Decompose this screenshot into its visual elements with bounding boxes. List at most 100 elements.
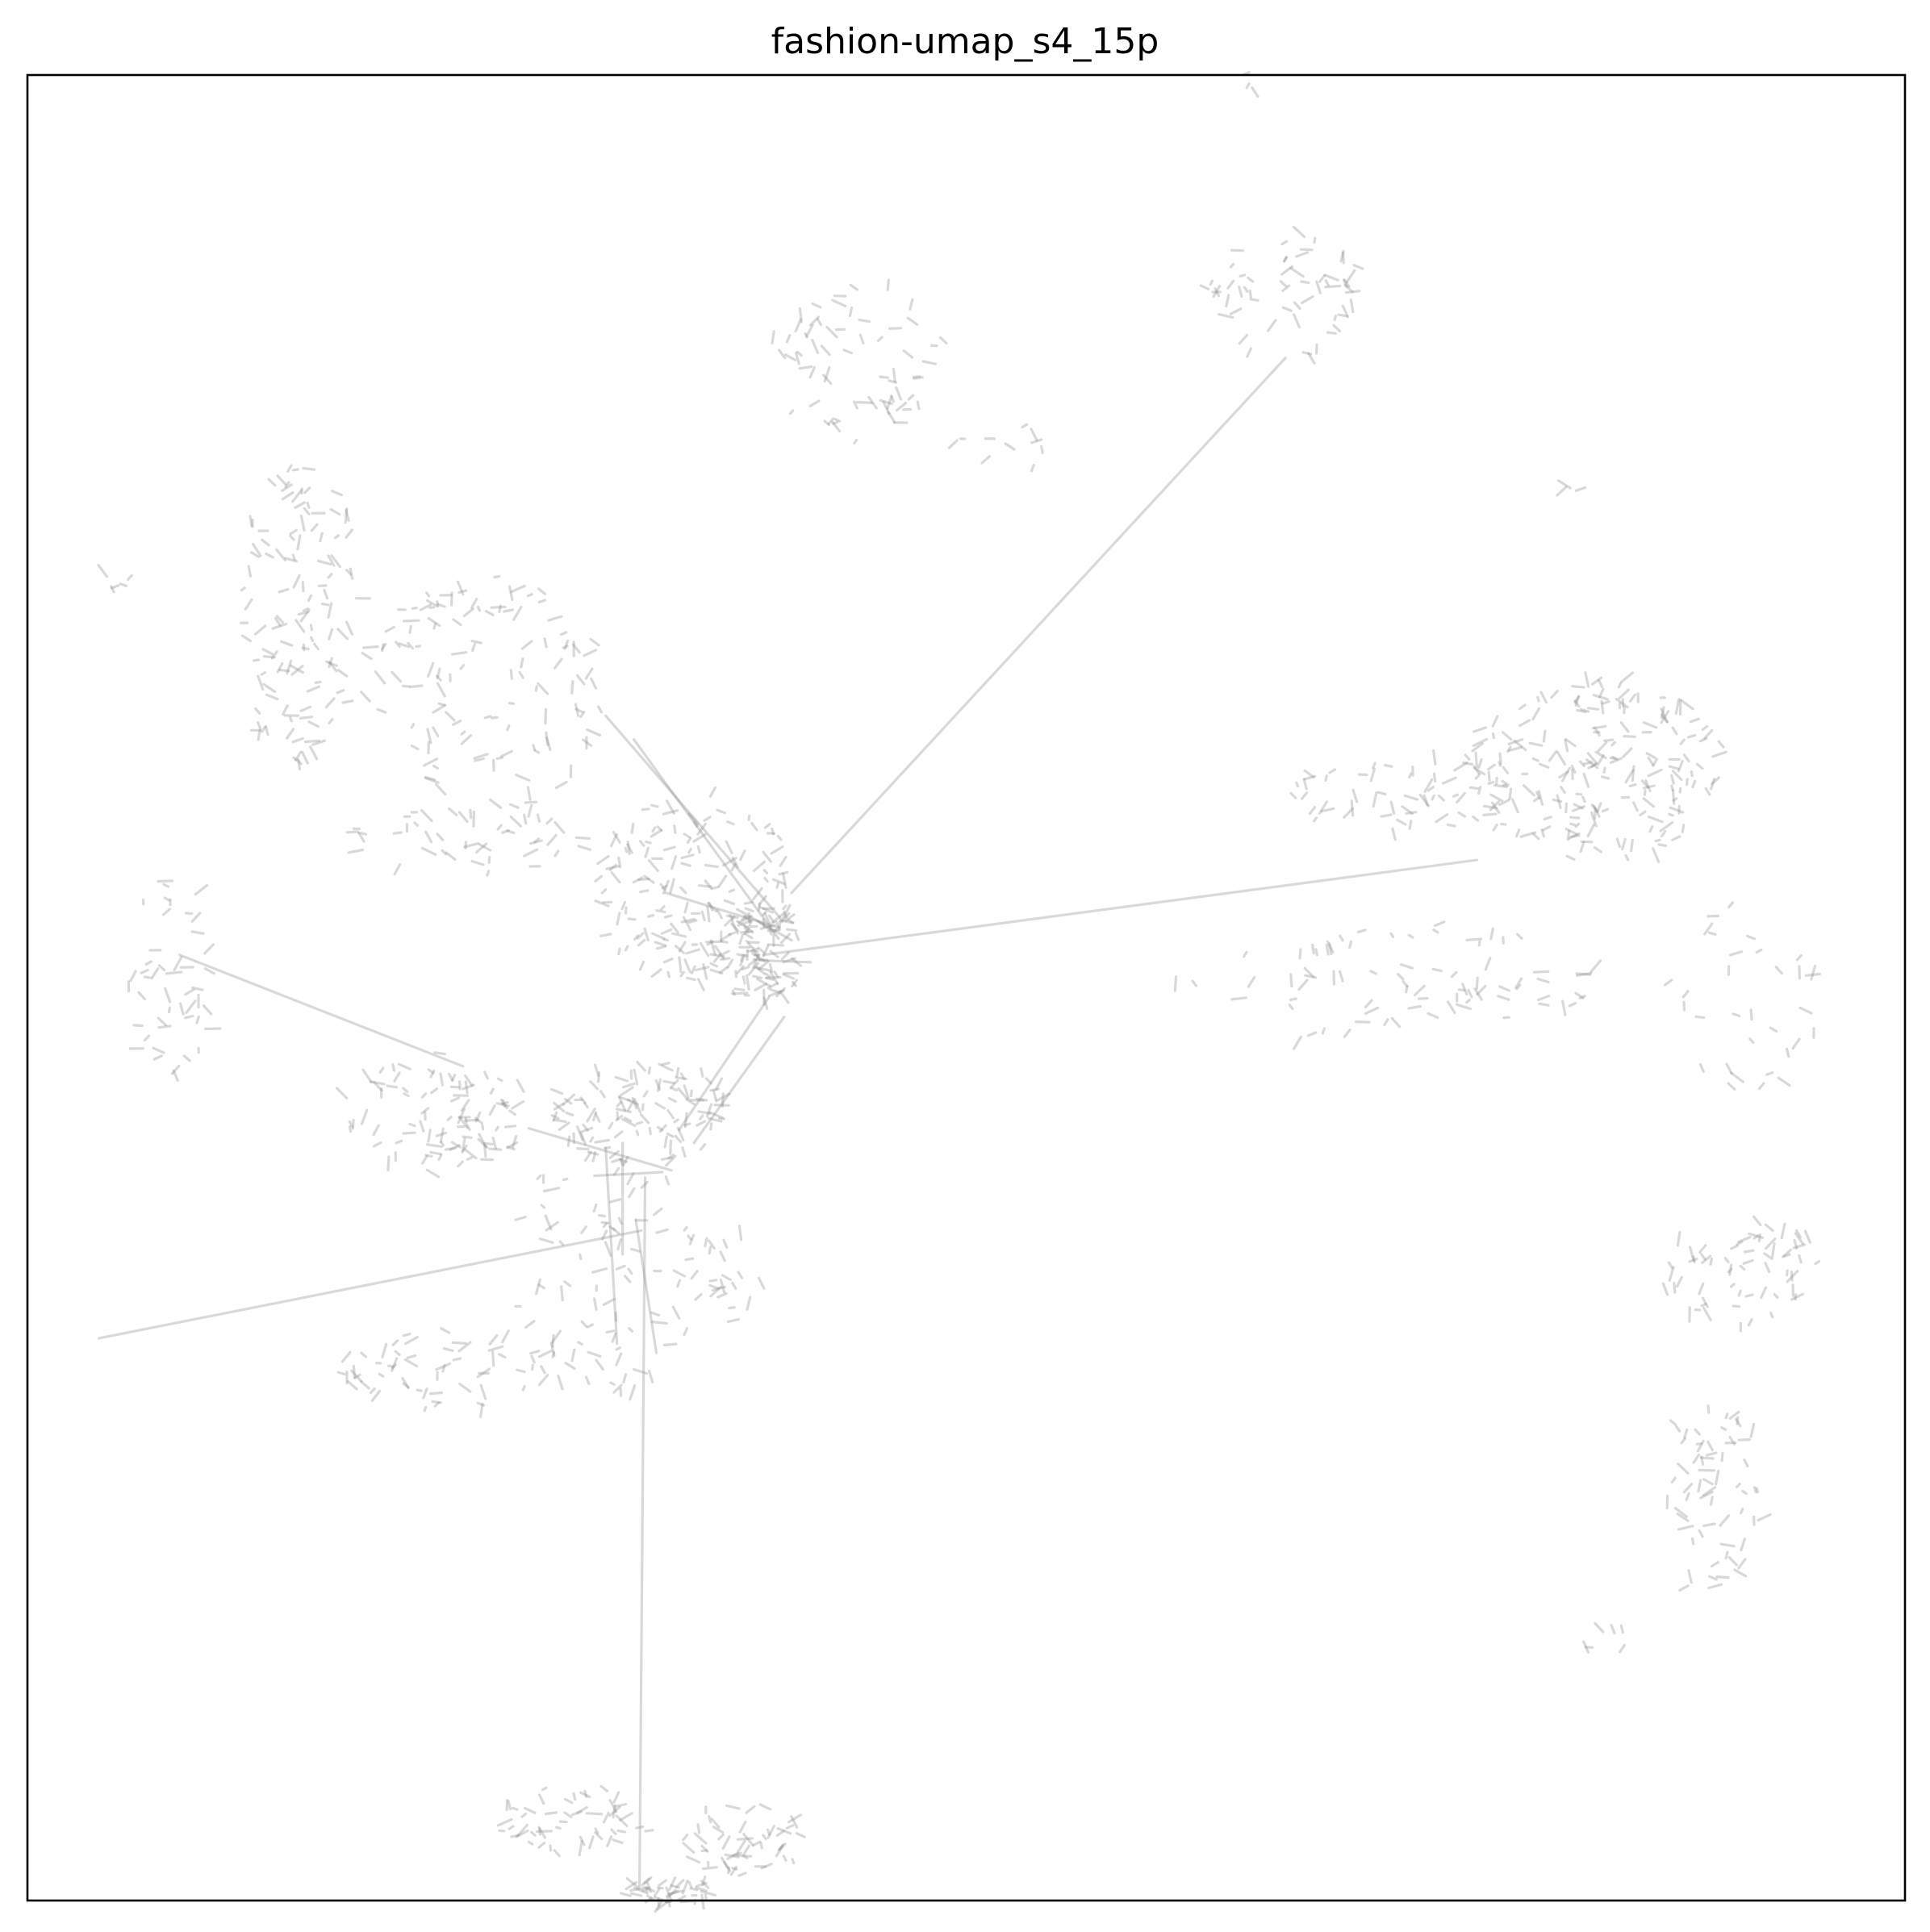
data-segment [666, 916, 672, 917]
data-segment [850, 307, 852, 315]
data-segment [303, 648, 308, 649]
data-segment [697, 1099, 707, 1100]
data-segment [403, 1334, 410, 1336]
data-segment [616, 1348, 620, 1350]
data-segment [1709, 933, 1715, 934]
data-segment [1581, 841, 1592, 842]
data-segment [652, 805, 658, 807]
data-segment [729, 890, 733, 891]
data-segment [1385, 766, 1392, 767]
data-segment [743, 1856, 747, 1859]
data-segment [1717, 1577, 1728, 1578]
data-segment [523, 1387, 524, 1391]
data-segment [545, 639, 546, 647]
data-segment [758, 904, 760, 911]
data-segment [707, 941, 721, 942]
data-segment [303, 469, 315, 470]
data-segment [1737, 1417, 1738, 1424]
data-segment [749, 816, 750, 820]
data-segment [485, 1144, 493, 1145]
data-segment [637, 1131, 638, 1135]
data-segment [737, 954, 747, 956]
data-segment [737, 1838, 752, 1839]
data-segment [710, 1280, 716, 1281]
data-segment [1479, 787, 1481, 794]
data-segment [1343, 252, 1344, 263]
data-segment [1573, 686, 1584, 687]
data-segment [699, 886, 711, 887]
data-segment [641, 891, 648, 892]
data-segment [410, 1125, 415, 1126]
data-segment [431, 1393, 442, 1394]
data-segment [1751, 1010, 1752, 1020]
data-segment [1702, 1304, 1706, 1306]
data-segment [1210, 281, 1213, 284]
data-segment [1328, 332, 1336, 333]
data-segment [1680, 788, 1681, 792]
data-segment [493, 1352, 494, 1366]
data-segment [539, 600, 545, 602]
data-segment [466, 1082, 467, 1093]
data-segment [1722, 1453, 1723, 1461]
data-segment [1726, 1414, 1727, 1418]
data-segment [1326, 286, 1340, 287]
data-segment [706, 1895, 707, 1899]
data-segment [626, 946, 628, 950]
data-segment [1799, 966, 1800, 979]
data-segment [1787, 1049, 1789, 1056]
data-segment [1542, 830, 1544, 837]
data-segment [487, 871, 489, 875]
data-segment [1356, 1022, 1370, 1023]
data-segment [665, 1137, 666, 1147]
data-segment [1630, 785, 1635, 787]
data-segment [404, 620, 419, 621]
data-segment [258, 723, 260, 727]
data-segment [711, 1124, 712, 1129]
data-segment [254, 660, 259, 661]
data-segment [521, 659, 523, 667]
data-segment [354, 1367, 355, 1378]
data-segment [578, 1149, 588, 1150]
data-segment [745, 902, 752, 903]
data-segment [1656, 840, 1660, 841]
data-segment [625, 848, 626, 852]
data-segment [917, 402, 919, 409]
data-segment [293, 469, 298, 470]
data-segment [698, 846, 700, 852]
data-segment [687, 978, 696, 979]
data-segment [668, 972, 670, 977]
data-segment [1502, 824, 1506, 825]
data-segment [307, 503, 309, 508]
data-segment [772, 332, 774, 344]
data-segment [662, 1063, 669, 1065]
data-segment [1604, 768, 1605, 773]
data-segment [1326, 945, 1328, 954]
data-segment [1297, 782, 1298, 787]
data-segment [159, 1026, 170, 1028]
data-segment [684, 1228, 687, 1231]
data-segment [1175, 977, 1176, 991]
data-segment [495, 576, 499, 577]
data-segment [735, 989, 744, 991]
data-segment [478, 607, 480, 610]
data-segment [434, 624, 436, 628]
data-segment [890, 328, 901, 329]
data-segment [417, 1390, 421, 1391]
data-segment [733, 991, 734, 995]
data-segment [1726, 1552, 1727, 1558]
data-segment [1314, 238, 1315, 242]
data-segment [1500, 753, 1501, 764]
data-segment [426, 1155, 432, 1157]
data-segment [1510, 789, 1511, 799]
data-segment [1733, 1306, 1740, 1307]
data-segment [1538, 697, 1539, 701]
data-segment [619, 949, 620, 953]
data-segment [800, 308, 801, 321]
data-segment [657, 911, 665, 912]
data-segment [453, 1342, 466, 1343]
data-segment [754, 976, 762, 978]
data-segment [568, 1137, 570, 1145]
data-segment [345, 509, 347, 523]
data-segment [1746, 1295, 1752, 1296]
data-segment [607, 1331, 613, 1333]
